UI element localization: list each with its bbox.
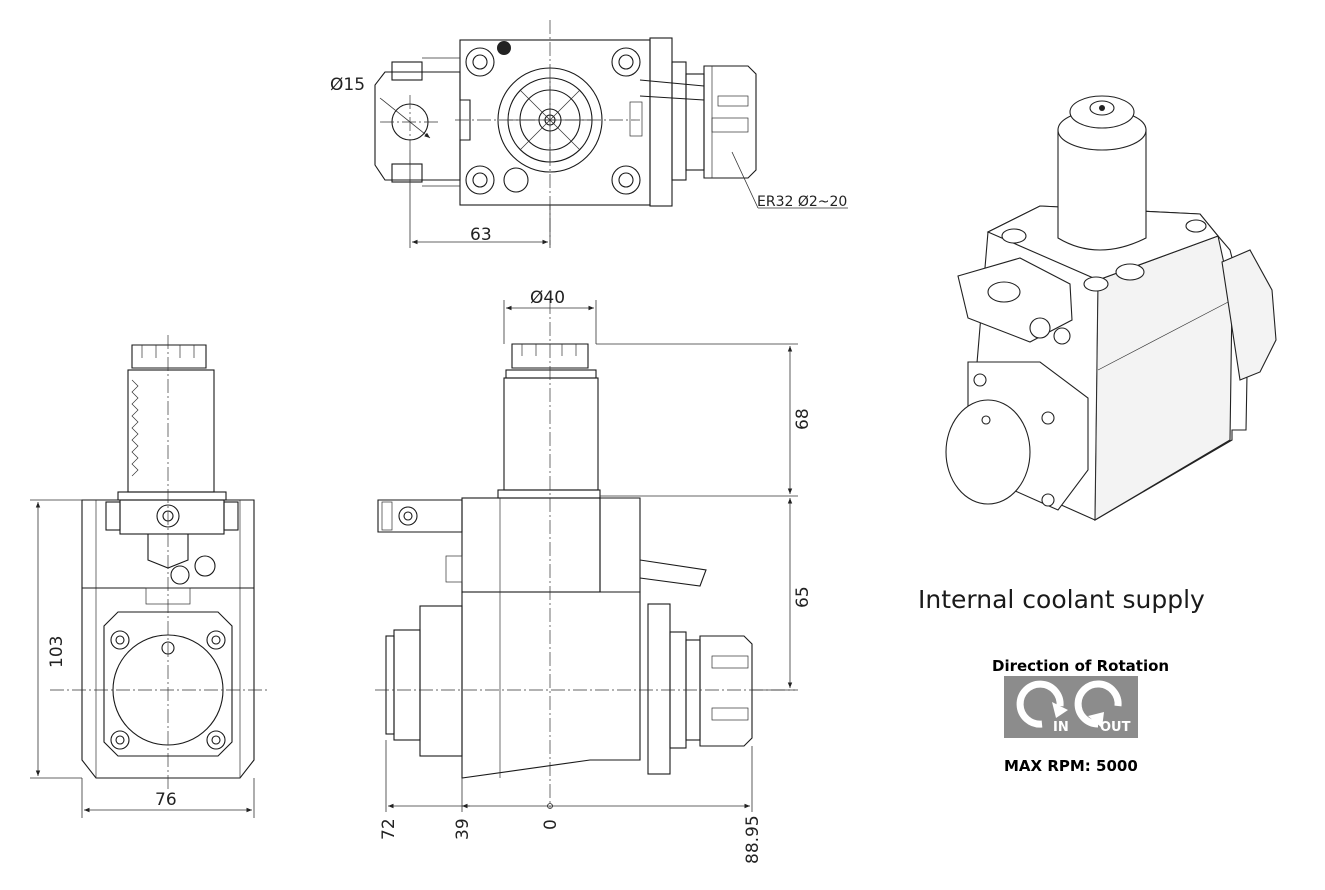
offset-dim-label: 63 (470, 225, 492, 245)
max-rpm-label: MAX RPM: 5000 (1004, 757, 1138, 775)
collet-label: ER32 Ø2~20 (757, 194, 847, 210)
bore-diameter-label: Ø15 (330, 75, 365, 95)
rotate-in-icon (1016, 680, 1064, 728)
top-view: Ø15 63 ER32 Ø2~20 (330, 20, 848, 248)
rotation-badge: IN OUT (1004, 676, 1138, 738)
x-shoulder-label: 39 (453, 818, 473, 840)
x-left-label: 72 (379, 818, 399, 840)
coolant-caption: Internal coolant supply (918, 585, 1205, 614)
front-view: 103 76 (30, 335, 270, 818)
rotate-out-icon (1074, 680, 1122, 728)
lower-height-label: 65 (793, 586, 813, 608)
x-zero-label: 0 (541, 819, 561, 830)
side-view: Ø40 68 65 72 39 0 88.95 (375, 288, 813, 864)
x-right-label: 88.95 (743, 815, 763, 864)
isometric-view (945, 95, 1277, 521)
total-height-label: 103 (47, 636, 67, 668)
rotation-title: Direction of Rotation (992, 657, 1169, 675)
upper-height-label: 68 (793, 408, 813, 430)
rotation-out-label: OUT (1100, 720, 1131, 735)
rotation-in-label: IN (1053, 720, 1069, 735)
width-label: 76 (155, 790, 177, 810)
shaft-diameter-label: Ø40 (530, 288, 565, 308)
